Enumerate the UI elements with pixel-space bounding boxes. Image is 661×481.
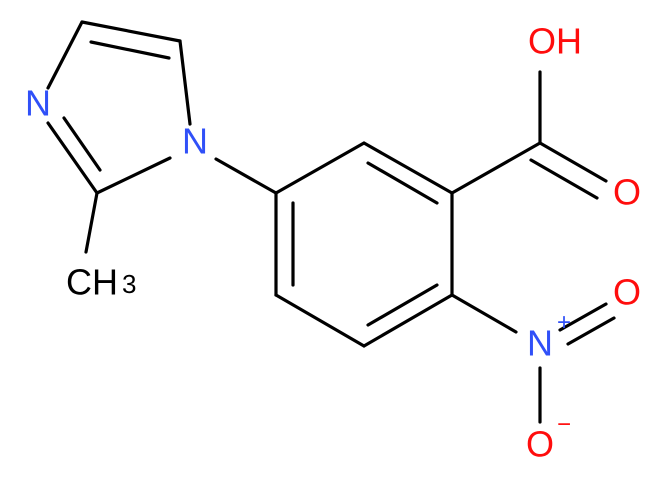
bond <box>62 116 102 172</box>
nitro-nitrogen-label: N <box>527 323 553 364</box>
carboxyl-group: OH O <box>450 21 641 213</box>
bond <box>529 158 599 200</box>
bond <box>450 293 518 334</box>
methyl-group: CH 3 <box>66 191 136 303</box>
nitro-oxygen-top-label: O <box>613 272 641 313</box>
bond <box>95 156 172 195</box>
methyl-ch-text: CH <box>66 262 118 303</box>
methyl-label: CH 3 <box>66 262 136 303</box>
carbonyl-oxygen-label: O <box>613 172 641 213</box>
methyl-subscript: 3 <box>122 269 136 299</box>
bond <box>89 40 171 60</box>
bond <box>566 316 616 346</box>
imidazole-ring: N N <box>25 20 278 195</box>
nitro-positive-charge: + <box>557 309 571 336</box>
bond <box>80 20 182 43</box>
bond <box>274 293 366 348</box>
bond <box>362 141 454 195</box>
bond <box>178 39 192 126</box>
nitro-oxygen-negative-charge: − <box>557 411 571 438</box>
bond <box>558 302 608 332</box>
bond <box>84 191 99 254</box>
bond <box>538 141 608 183</box>
bond <box>362 293 454 348</box>
nitro-group: N + O O − <box>450 272 641 465</box>
nitro-oxygen-bottom-label: O <box>526 424 554 465</box>
benzene-ring <box>274 141 454 348</box>
bond <box>214 157 278 195</box>
bond-double-inner <box>366 161 439 205</box>
hydroxyl-label: OH <box>528 21 582 62</box>
bond <box>46 121 99 195</box>
bond <box>274 141 366 195</box>
imidazole-n3-label: N <box>25 83 51 124</box>
bond-double-inner <box>366 283 439 327</box>
imidazole-n1-label: N <box>182 121 208 162</box>
bond <box>46 20 84 90</box>
bond <box>450 141 542 195</box>
